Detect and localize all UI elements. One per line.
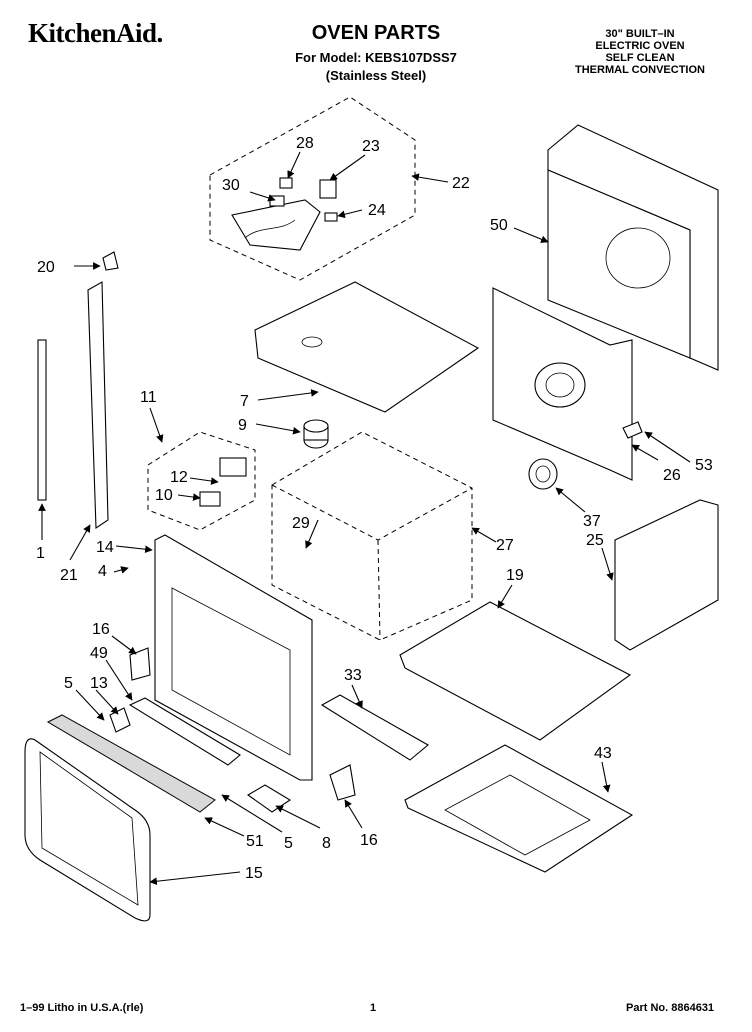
door-gasket <box>24 738 151 922</box>
rear-panel <box>547 124 719 371</box>
callout-25: 25 <box>586 532 604 549</box>
oven-cavity <box>271 431 473 641</box>
side-panel-25 <box>614 499 719 651</box>
callout-50: 50 <box>490 217 508 234</box>
callout-49: 49 <box>90 645 108 662</box>
convection-fan-panel <box>492 287 633 481</box>
callout-29: 29 <box>292 515 310 532</box>
callout-53: 53 <box>695 457 713 474</box>
callout-4: 4 <box>98 563 107 580</box>
callout-labels: 20 28 23 30 24 22 50 7 9 11 12 10 1 21 1… <box>36 135 713 882</box>
thermal-switch-group <box>147 431 256 531</box>
callout-7: 7 <box>240 393 249 410</box>
callout-30: 30 <box>222 177 240 194</box>
bracket-16-lower <box>329 764 356 801</box>
footer-page-number: 1 <box>370 1002 377 1014</box>
callout-20: 20 <box>37 259 55 276</box>
front-frame <box>154 534 313 781</box>
bracket-16-upper <box>129 647 151 681</box>
callout-43: 43 <box>594 745 612 762</box>
callout-16-lower: 16 <box>360 832 378 849</box>
callout-21: 21 <box>60 567 78 584</box>
bracket-8 <box>246 784 292 813</box>
callout-5-right: 5 <box>284 835 293 852</box>
callout-19: 19 <box>506 567 524 584</box>
callout-10: 10 <box>155 487 173 504</box>
callout-12: 12 <box>170 469 188 486</box>
side-trim-21 <box>87 281 109 530</box>
trim-13 <box>109 707 131 733</box>
callout-22: 22 <box>452 175 470 192</box>
leader-lines <box>38 151 691 886</box>
callout-28: 28 <box>296 135 314 152</box>
callout-11: 11 <box>140 389 157 406</box>
callout-5-left: 5 <box>64 675 73 692</box>
footer-litho: 1–99 Litho in U.S.A.(rle) <box>20 1002 144 1014</box>
spec-line-4: THERMAL CONVECTION <box>575 64 705 76</box>
bottom-tray <box>404 744 634 873</box>
spec-line-2: ELECTRIC OVEN <box>595 40 685 52</box>
callout-26: 26 <box>663 467 681 484</box>
spec-line-1: 30" BUILT–IN <box>605 28 675 40</box>
finish-line: (Stainless Steel) <box>325 68 427 83</box>
callout-23: 23 <box>362 138 380 155</box>
callout-16-upper: 16 <box>92 621 110 638</box>
trim-cap-20 <box>102 251 119 271</box>
footer-part-number: Part No. 8864631 <box>626 1002 715 1014</box>
callout-27: 27 <box>496 537 514 554</box>
bottom-panel <box>399 601 632 741</box>
brand-logo: KitchenAid. <box>28 18 163 48</box>
callout-51: 51 <box>246 833 264 850</box>
bracket-53 <box>622 421 643 439</box>
side-strip-1 <box>37 339 47 501</box>
control-assembly-group <box>209 96 416 281</box>
convection-motor <box>303 419 329 449</box>
callout-9: 9 <box>238 417 247 434</box>
callout-1: 1 <box>36 545 45 562</box>
callout-13: 13 <box>90 675 108 692</box>
bottom-strip-33 <box>320 694 429 761</box>
vent-strip-51 <box>46 714 216 813</box>
callout-14: 14 <box>96 539 114 556</box>
callout-33: 33 <box>344 667 362 684</box>
top-cover <box>254 281 480 413</box>
spec-line-3: SELF CLEAN <box>605 52 675 64</box>
callout-37: 37 <box>583 513 601 530</box>
callout-8: 8 <box>322 835 331 852</box>
fan-gasket <box>528 458 558 490</box>
page-title: OVEN PARTS <box>311 22 441 44</box>
front-trim-49 <box>128 697 241 766</box>
callout-24: 24 <box>368 202 386 219</box>
callout-15: 15 <box>245 865 263 882</box>
model-line: For Model: KEBS107DSS7 <box>295 50 457 65</box>
